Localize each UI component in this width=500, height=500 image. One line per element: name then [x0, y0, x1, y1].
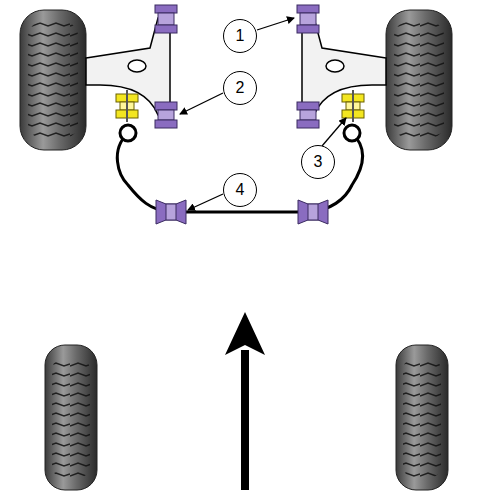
anti-roll-bar	[117, 125, 362, 224]
leader-arrows	[180, 18, 346, 210]
callout-number: 4	[236, 182, 245, 198]
callout-number: 2	[236, 80, 245, 96]
callout-circle: 2	[223, 71, 257, 105]
callout-circle: 4	[223, 173, 257, 207]
callout-number: 1	[236, 28, 245, 44]
wishbones	[86, 18, 386, 115]
purple-bushes	[155, 5, 319, 128]
rear-tyres	[45, 345, 448, 490]
front-tyres	[20, 10, 452, 150]
direction-arrow	[225, 312, 265, 490]
callout-number: 3	[314, 154, 323, 170]
callout-circle: 3	[301, 145, 335, 179]
callout-circle: 1	[223, 19, 257, 53]
